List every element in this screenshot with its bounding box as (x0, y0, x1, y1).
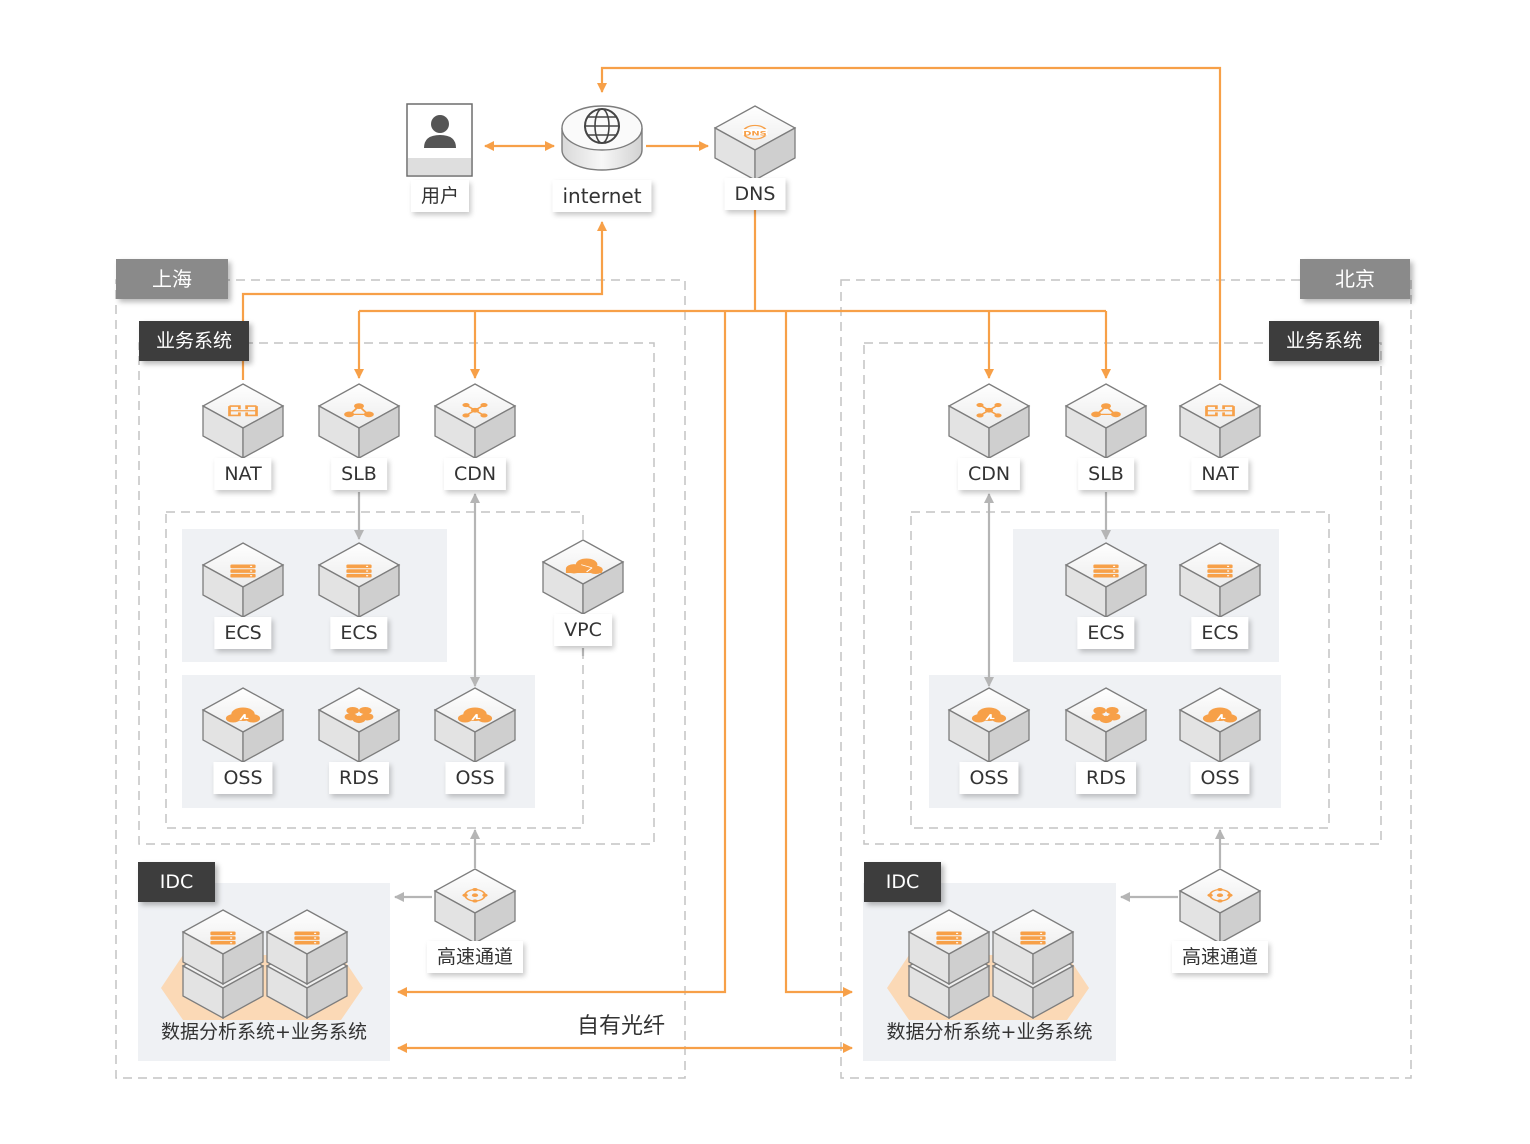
vpc-beijing-border (910, 511, 1330, 829)
business-tag-beijing: 业务系统 (1269, 321, 1379, 361)
slb-label-shanghai: SLB (331, 458, 387, 490)
internet-node[interactable] (561, 105, 643, 171)
ecs-label-shanghai-1: ECS (214, 617, 272, 649)
business-system-beijing-border (863, 342, 1382, 845)
user-icon (424, 115, 456, 148)
nat-node-shanghai[interactable] (202, 383, 284, 459)
nat-label-shanghai: NAT (214, 458, 272, 490)
business-tag-shanghai: 业务系统 (139, 321, 249, 361)
rds-label-beijing: RDS (1076, 762, 1136, 794)
oss-label-shanghai-1: OSS (213, 762, 273, 794)
ecs-label-beijing-1: ECS (1077, 617, 1135, 649)
private-fiber-label: 自有光纤 (577, 1014, 666, 1039)
ecs-label-shanghai-2: ECS (330, 617, 388, 649)
region-shanghai-border (115, 279, 686, 1079)
channel-label-beijing: 高速通道 (1171, 941, 1269, 973)
slb-node-beijing[interactable] (1065, 383, 1147, 459)
nat-shanghai-to-internet (241, 221, 607, 380)
business-system-shanghai-border (138, 342, 655, 845)
idc-tag-shanghai: IDC (138, 862, 215, 902)
idc-servers-beijing (887, 909, 1089, 1020)
oss-label-shanghai-2: OSS (445, 762, 505, 794)
cdn-label-beijing: CDN (957, 458, 1021, 490)
region-tag-shanghai: 上海 (116, 259, 228, 299)
idc-caption-shanghai: 数据分析系统+业务系统 (161, 1021, 367, 1043)
user-node[interactable] (406, 103, 473, 177)
dns-label: DNS (724, 178, 786, 210)
nat-beijing-to-internet (597, 66, 1222, 380)
vpc-node-shanghai[interactable] (542, 539, 624, 615)
vpc-label-shanghai: VPC (554, 614, 612, 646)
slb-node-shanghai[interactable] (318, 383, 400, 459)
dns-node[interactable]: DNS (714, 105, 796, 181)
cdn-node-beijing[interactable] (948, 383, 1030, 459)
region-tag-beijing: 北京 (1300, 259, 1410, 299)
server-icon (346, 564, 372, 578)
oss-label-beijing-1: OSS (959, 762, 1019, 794)
server-icon (294, 931, 320, 945)
nat-label-beijing: NAT (1191, 458, 1249, 490)
vpc-shanghai-border (165, 511, 584, 829)
nat-node-beijing[interactable] (1179, 383, 1261, 459)
server-icon (1020, 931, 1046, 945)
server-icon (936, 931, 962, 945)
server-icon (210, 931, 236, 945)
globe-icon (584, 108, 620, 144)
slb-label-beijing: SLB (1078, 458, 1134, 490)
internet-label: internet (552, 180, 652, 212)
express-channel-beijing[interactable] (1179, 868, 1261, 944)
oss-label-beijing-2: OSS (1190, 762, 1250, 794)
dns-icon-text: DNS (743, 130, 767, 137)
cdn-label-shanghai: CDN (443, 458, 507, 490)
region-beijing-border (840, 279, 1412, 1079)
ecs-label-beijing-2: ECS (1191, 617, 1249, 649)
channel-label-shanghai: 高速通道 (426, 941, 524, 973)
server-icon (1093, 564, 1119, 578)
bus-to-idc-shanghai (397, 311, 727, 997)
rds-label-shanghai: RDS (329, 762, 389, 794)
idc-caption-beijing: 数据分析系统+业务系统 (886, 1021, 1093, 1043)
express-channel-shanghai[interactable] (434, 868, 516, 944)
server-icon (230, 564, 256, 578)
cdn-node-shanghai[interactable] (434, 383, 516, 459)
idc-tag-beijing: IDC (864, 862, 941, 902)
bus-to-idc-beijing (784, 311, 853, 997)
user-label: 用户 (410, 180, 470, 212)
idc-servers-shanghai (161, 909, 363, 1020)
server-icon (1207, 564, 1233, 578)
